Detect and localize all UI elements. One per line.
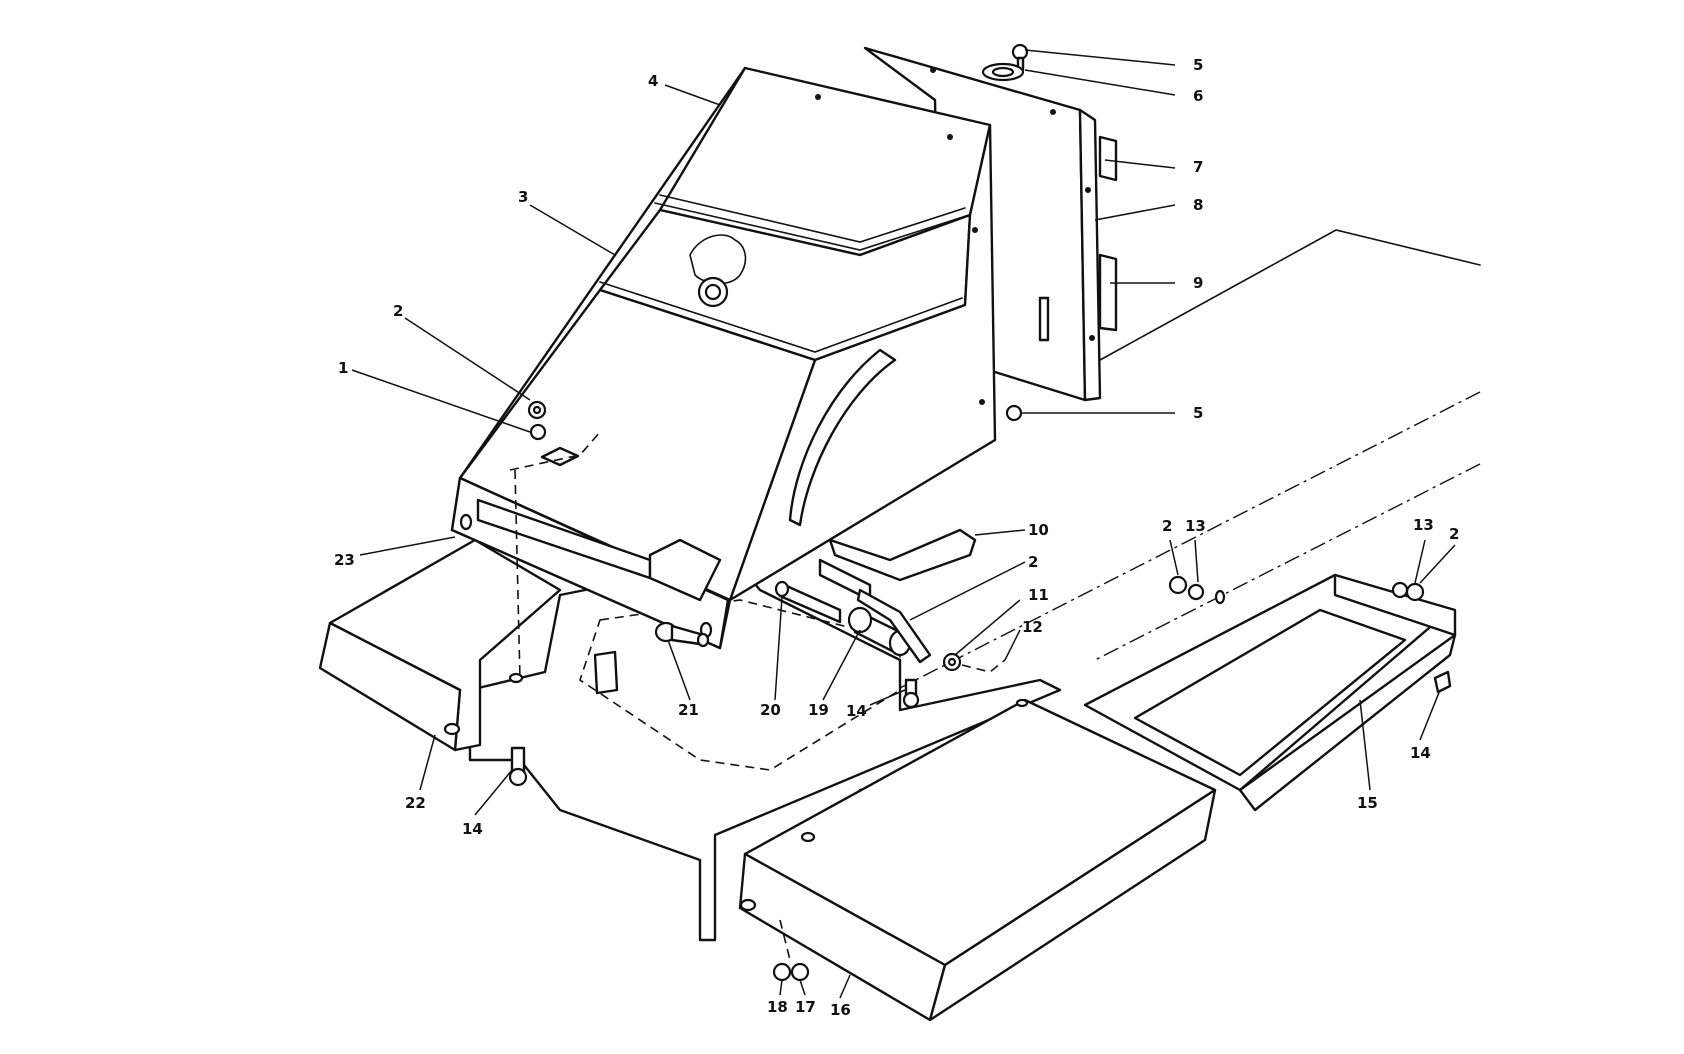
callout-11: 11 bbox=[1028, 586, 1049, 604]
callout-labels: 1 2 3 4 5 6 7 8 9 5 10 2 11 12 2 13 13 2… bbox=[334, 56, 1459, 1019]
callout-5: 5 bbox=[1193, 56, 1203, 74]
right-rear-panel-15 bbox=[1083, 573, 1457, 812]
left-panel-22 bbox=[318, 538, 562, 752]
bracket-7 bbox=[1098, 135, 1118, 182]
callout-1: 1 bbox=[338, 359, 348, 377]
callout-6: 6 bbox=[1193, 87, 1203, 105]
callout-21: 21 bbox=[678, 701, 699, 719]
callout-14: 14 bbox=[846, 702, 867, 720]
callout-2: 2 bbox=[1162, 517, 1172, 535]
callout-14: 14 bbox=[462, 820, 483, 838]
callout-4: 4 bbox=[648, 72, 658, 90]
callout-20: 20 bbox=[760, 701, 781, 719]
bracket-9 bbox=[1098, 253, 1118, 332]
callout-18: 18 bbox=[767, 998, 788, 1016]
callout-10: 10 bbox=[1028, 521, 1049, 539]
callout-3: 3 bbox=[518, 188, 528, 206]
callout-14: 14 bbox=[1410, 744, 1431, 762]
callout-2: 2 bbox=[1028, 553, 1038, 571]
right-front-panel-16 bbox=[738, 698, 1217, 1022]
callout-17: 17 bbox=[795, 998, 816, 1016]
callout-leaders bbox=[351, 49, 1456, 999]
hardware bbox=[508, 43, 1452, 982]
callout-5: 5 bbox=[1193, 404, 1203, 422]
callout-13: 13 bbox=[1185, 517, 1206, 535]
callout-15: 15 bbox=[1357, 794, 1378, 812]
callout-8: 8 bbox=[1193, 196, 1203, 214]
hinge-assembly bbox=[654, 528, 977, 664]
callout-9: 9 bbox=[1193, 274, 1203, 292]
callout-7: 7 bbox=[1193, 158, 1203, 176]
callout-2: 2 bbox=[1449, 525, 1459, 543]
console-housing bbox=[450, 66, 997, 650]
callout-22: 22 bbox=[405, 794, 426, 812]
callout-13: 13 bbox=[1413, 516, 1434, 534]
callout-23: 23 bbox=[334, 551, 355, 569]
callout-12: 12 bbox=[1022, 618, 1043, 636]
callout-16: 16 bbox=[830, 1001, 851, 1019]
callout-19: 19 bbox=[808, 701, 829, 719]
callout-2: 2 bbox=[393, 302, 403, 320]
